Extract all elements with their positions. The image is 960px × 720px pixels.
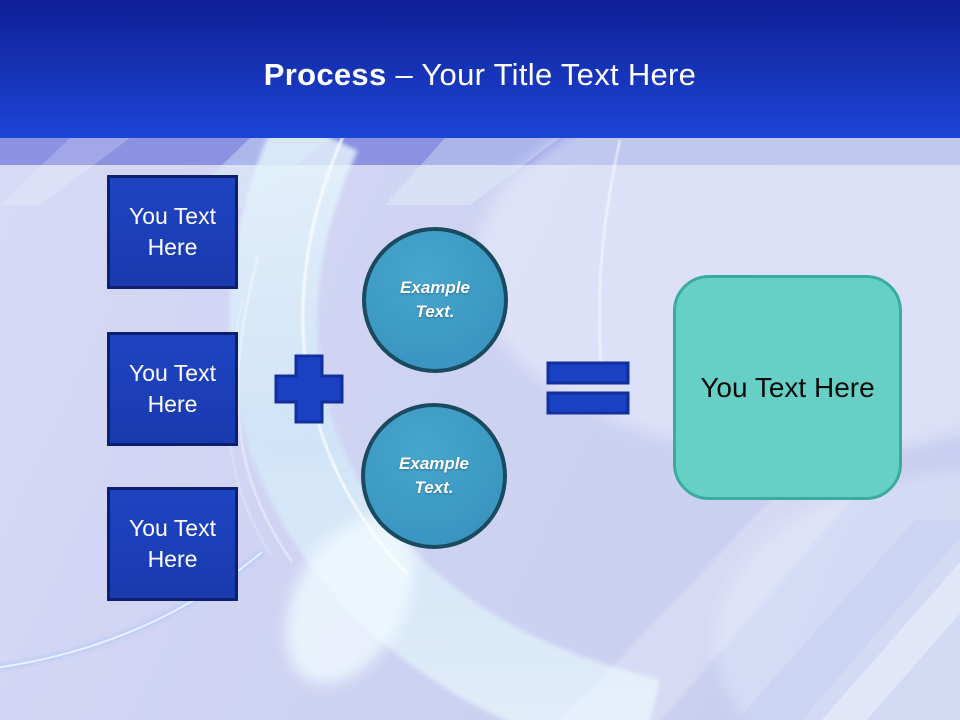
input-box-label: You Text Here bbox=[129, 359, 216, 417]
slide-title: Process – Your Title Text Here bbox=[0, 0, 960, 138]
example-circle-2: Example Text. bbox=[361, 403, 507, 549]
title-rest-text: – Your Title Text Here bbox=[395, 57, 697, 92]
input-box-3: You Text Here bbox=[107, 487, 238, 601]
input-box-label: You Text Here bbox=[129, 514, 216, 572]
slide-header bbox=[0, 0, 960, 138]
input-box-label: You Text Here bbox=[129, 202, 216, 260]
result-box: You Text Here bbox=[673, 275, 902, 500]
equals-icon bbox=[545, 360, 631, 416]
title-bold-text: Process bbox=[263, 57, 387, 92]
example-circle-label: Example Text. bbox=[400, 278, 470, 321]
result-box-label: You Text Here bbox=[700, 371, 875, 403]
example-circle-1: Example Text. bbox=[362, 227, 508, 373]
input-box-1: You Text Here bbox=[107, 175, 238, 289]
plus-icon bbox=[273, 353, 345, 425]
input-box-2: You Text Here bbox=[107, 332, 238, 446]
header-underline-band bbox=[0, 138, 960, 165]
example-circle-label: Example Text. bbox=[399, 454, 469, 497]
